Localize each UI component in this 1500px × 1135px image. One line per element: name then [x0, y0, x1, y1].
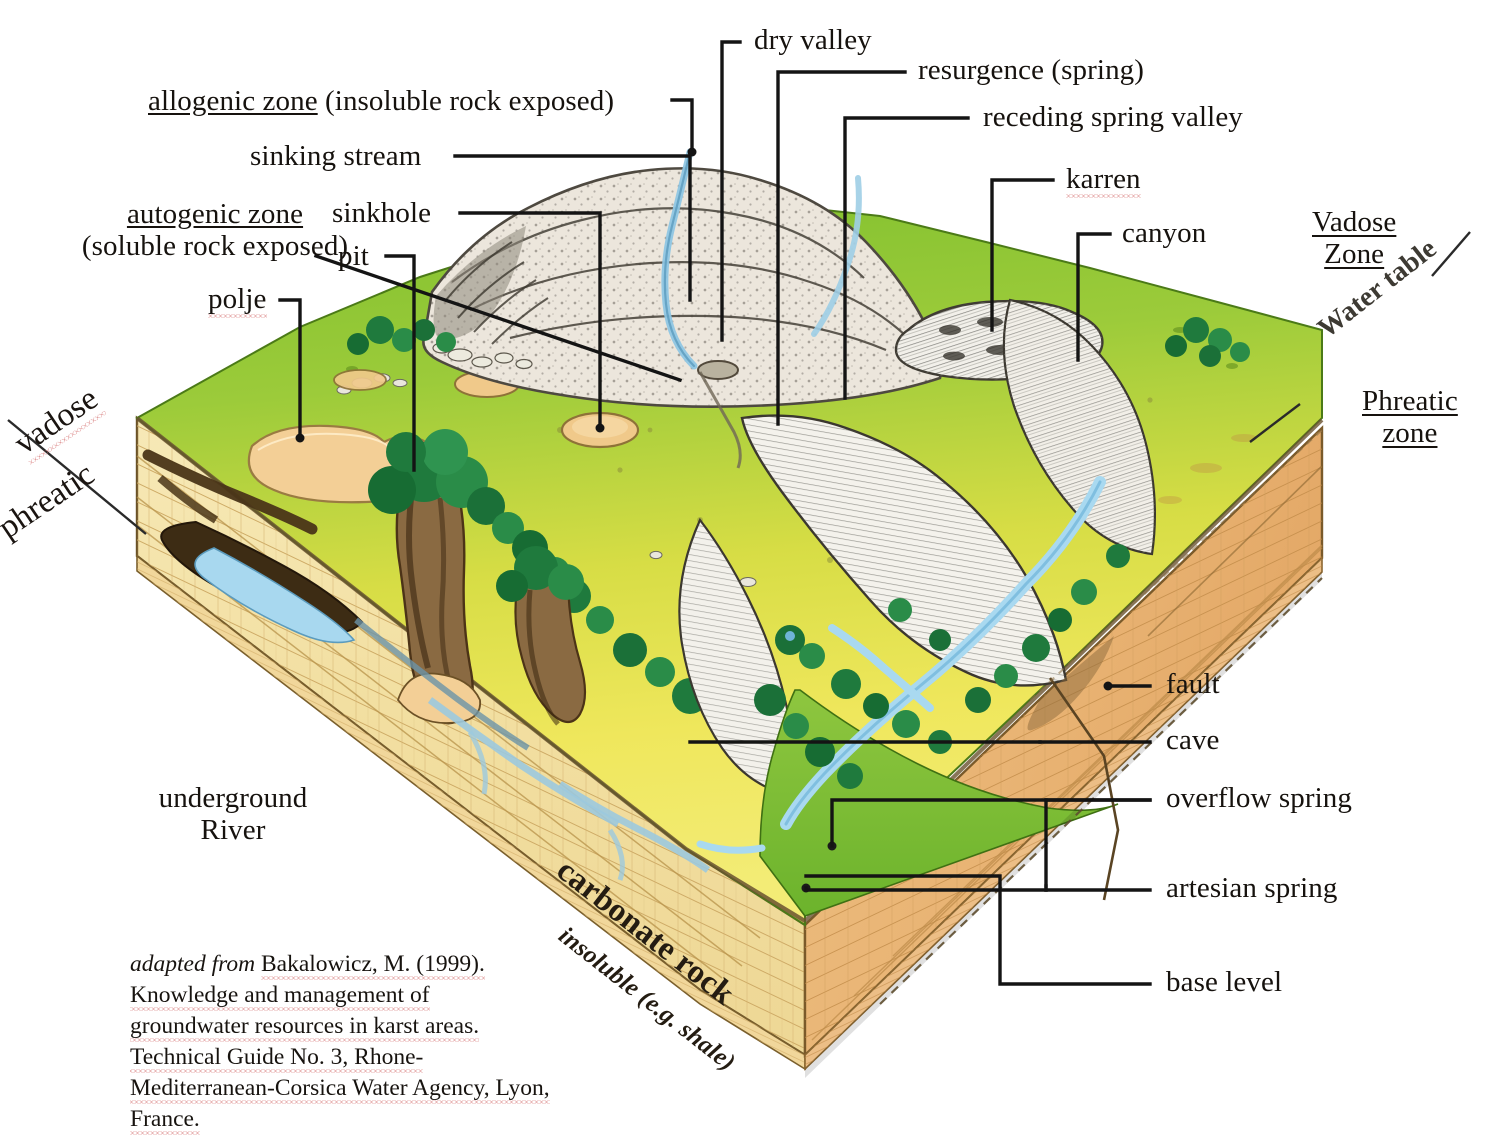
label-resurgence-spring: resurgence (spring) [918, 54, 1145, 86]
citation-block: adapted from Bakalowicz, M. (1999). Know… [130, 918, 550, 1135]
label-vadose-zone: Vadose Zone [1312, 206, 1397, 271]
label-sinking-stream: sinking stream [250, 140, 422, 172]
label-polje: polje [208, 283, 267, 318]
label-receding-spring-valley: receding spring valley [983, 101, 1243, 133]
citation-prefix: adapted from [130, 951, 261, 978]
water-table-line [879, 429, 1323, 1005]
cave-void-right-face [1027, 636, 1114, 731]
citation-body: Bakalowicz, M. (1999). Knowledge and man… [130, 951, 550, 1135]
sinking-stream-water [661, 148, 862, 370]
plateau-trees-right [1165, 317, 1250, 367]
label-karren: karren [1066, 163, 1141, 198]
collapse-shaft [496, 546, 587, 726]
leader-lines-right [688, 681, 1152, 986]
label-artesian-spring: artesian spring [1166, 872, 1338, 904]
fault-plane [1048, 465, 1323, 901]
underground-river-system [142, 449, 711, 881]
label-fault: fault [1166, 668, 1220, 700]
label-autogenic-zone: autogenic zone (soluble rock exposed) [60, 198, 370, 263]
plateau-trees-left [347, 316, 456, 355]
label-allogenic-zone: allogenic zone (insoluble rock exposed) [148, 85, 614, 117]
canyon-river [780, 476, 1106, 830]
canyon-gorge [678, 298, 1157, 917]
label-underground-river: underground River [158, 782, 308, 847]
valley-trees [754, 544, 1130, 789]
leader-lines [278, 40, 1112, 472]
label-base-level: base level [1166, 966, 1283, 998]
diagram-canvas [7, 40, 1471, 1078]
label-canyon: canyon [1122, 217, 1207, 249]
label-allogenic-zone-rest: (insoluble rock exposed) [317, 85, 615, 117]
label-autogenic-zone-rest: (soluble rock exposed) [81, 230, 349, 263]
label-autogenic-zone-underlined: autogenic zone [126, 198, 304, 230]
label-dry-valley: dry valley [754, 24, 872, 56]
karst-block-diagram: allogenic zone (insoluble rock exposed) … [0, 24, 1471, 1132]
label-overflow-spring: overflow spring [1166, 782, 1352, 814]
allogenic-hill [422, 148, 943, 469]
label-phreatic-zone: Phreatic zone [1362, 385, 1458, 450]
label-sinkhole: sinkhole [332, 197, 432, 229]
label-cave: cave [1166, 724, 1220, 756]
label-pit: pit [338, 240, 369, 272]
label-allogenic-zone-underlined: allogenic zone [148, 85, 318, 117]
